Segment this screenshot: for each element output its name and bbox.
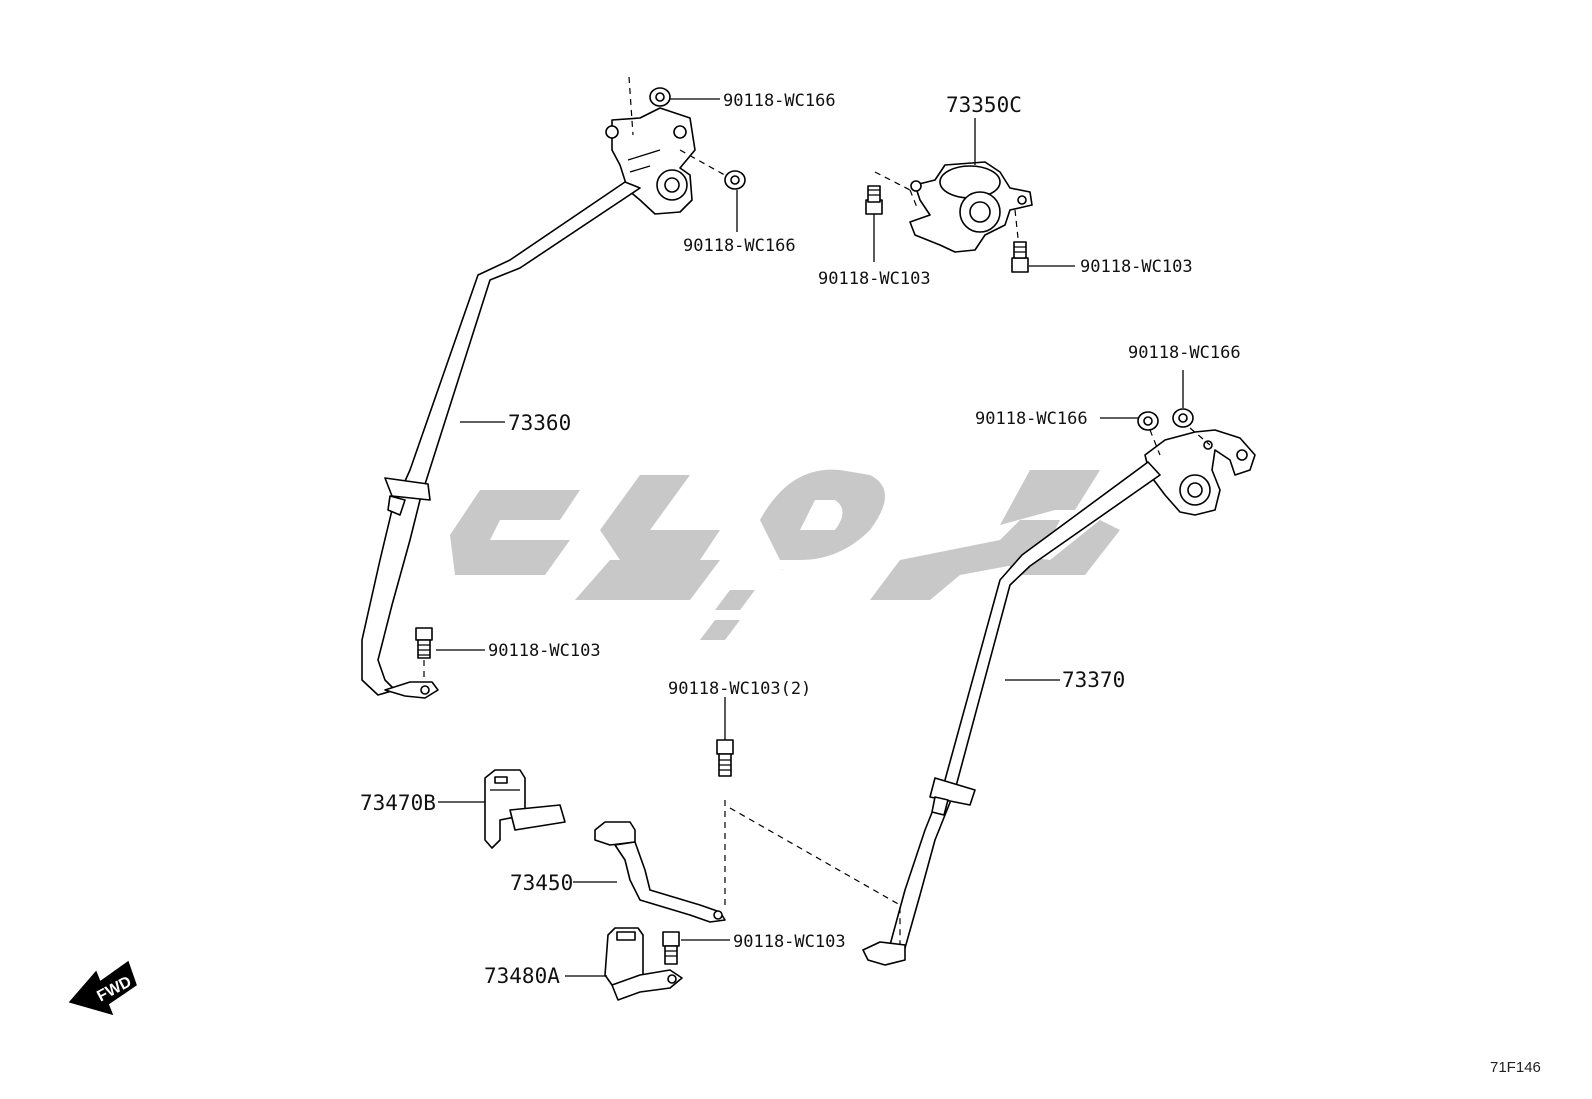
label-nut-top-left-2: 90118-WC166 [683,236,796,256]
label-buckle-belt: 73450 [510,871,573,895]
nut-right-top-shape [1172,370,1211,446]
nut-right-side-shape [1100,411,1161,456]
label-bolt-center-2: 90118-WC103(2) [668,679,811,699]
belt-left-assembly [361,107,696,699]
label-nut-top-left-1: 90118-WC166 [723,91,836,111]
bolt-center-2-shape [716,697,901,945]
label-bolt-center-left: 90118-WC103 [818,269,931,289]
label-retractor-center: 73350C [946,93,1022,117]
buckle-belt-shape [594,821,726,923]
label-nut-right-side: 90118-WC166 [975,409,1088,429]
bolt-bottom-shape [662,931,730,965]
label-buckle-a: 73480A [484,964,560,988]
label-belt-right: 73370 [1062,668,1125,692]
bolt-center-left-shape [865,185,883,262]
label-bolt-bottom: 90118-WC103 [733,932,846,952]
nut-top-left-1-shape [628,76,720,136]
watermark-text: تاوپارت [780,569,785,571]
watermark-logo: تاوپارت [450,469,1120,640]
fwd-arrow-icon: FWD [68,960,137,1016]
bolt-left-anchor-shape [415,627,433,682]
nut-top-left-2-shape [679,149,746,232]
buckle-a-shape [604,927,683,1001]
buckle-b-shape [484,769,566,849]
label-bolt-left-anchor: 90118-WC103 [488,641,601,661]
label-bolt-center-right: 90118-WC103 [1080,257,1193,277]
label-buckle-b: 73470B [360,791,436,815]
label-belt-left: 73360 [508,411,571,435]
leader-lines [436,421,1060,977]
label-nut-right-top: 90118-WC166 [1128,343,1241,363]
belt-right-assembly [862,429,1256,966]
diagram-code: 71F146 [1490,1059,1541,1076]
retractor-center-shape [874,118,1033,253]
bolt-center-right-shape [1011,241,1075,273]
